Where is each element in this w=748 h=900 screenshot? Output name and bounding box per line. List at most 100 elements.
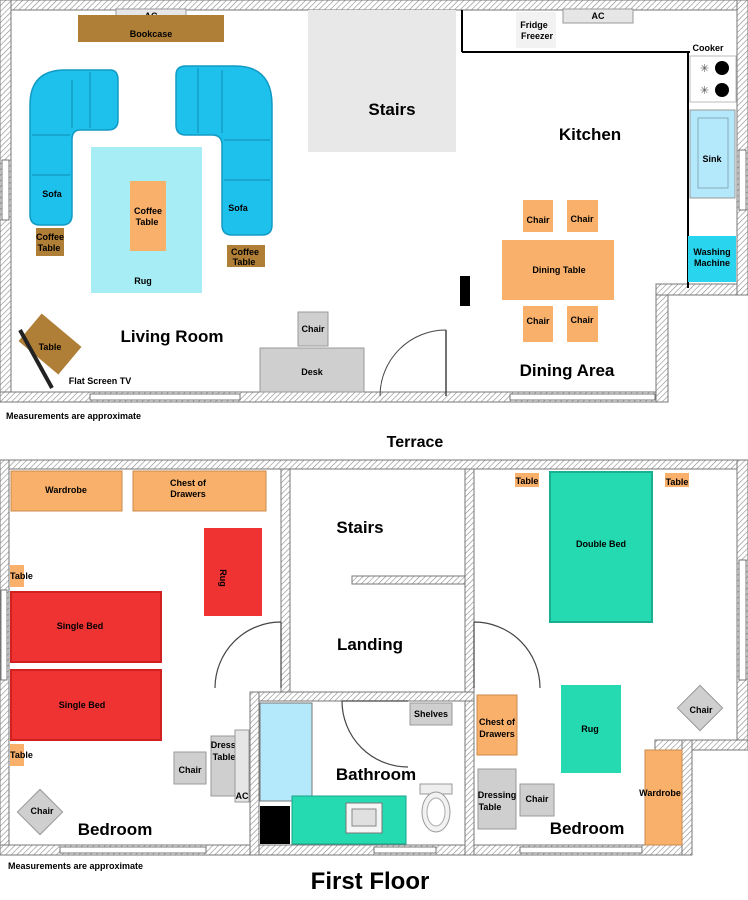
desk-chair [297,311,329,347]
chest-top-label-1: Chest of [170,478,207,488]
coffee-table-center-label-1: Coffee [134,206,162,216]
dining-chair-1-label: Chair [526,215,550,225]
coffee-table-left-label-1: Coffee [36,232,64,242]
chair-corner-left [16,788,64,836]
gf-wall-right-lower [655,283,669,403]
tv-label: Flat Screen TV [69,376,132,386]
chest-right [476,694,518,756]
ff-wall-right-step [654,739,748,751]
rug-red-label: Rug [218,569,228,587]
ac-left-ff [234,729,250,803]
table-right-1-label: Table [516,476,539,486]
basin-inner [351,808,377,827]
single-bed-2-label: Single Bed [59,700,106,710]
chair-corner-right-label: Chair [689,705,713,715]
dining-table [502,240,614,300]
coffee-table-center [130,181,166,251]
washing-label-2: Machine [694,258,730,268]
flat-screen-tv [18,329,54,389]
double-bed-label: Double Bed [576,539,626,549]
table-left-top-label: Table [10,571,33,581]
tv-table-label: Table [39,342,62,352]
ff-wall-stairs-right [464,468,475,856]
dining-chair-2-label: Chair [570,214,594,224]
ff-wall-bath-left [249,691,260,856]
chair-corner-left-label: Chair [30,806,54,816]
table-right-2 [665,473,689,487]
ff-wall-stairs-left [280,468,291,693]
bedroom-left-label: Bedroom [78,820,153,839]
washing-machine [688,236,736,282]
single-bed-2 [10,669,162,741]
wardrobe-top-label: Wardrobe [45,485,87,495]
dressing-table-right [477,768,517,830]
gf-window-1 [89,393,241,401]
coffee-table-right [227,245,265,267]
ff-wall-bath-top [249,691,475,702]
cooker-hob-2 [715,83,729,97]
ff-door-right [473,621,541,689]
table-left-bottom [10,744,24,766]
single-bed-1-label: Single Bed [57,621,104,631]
gf-window-2 [509,393,656,401]
sofa-right-seams [197,68,270,181]
rug-red [204,528,262,616]
coffee-table-right-label-1: Coffee [231,247,259,257]
wardrobe-right [644,749,683,846]
dressing-right-label-1: Dressing [478,790,517,800]
landing-label: Landing [337,635,403,654]
ff-wall-top [0,459,748,470]
gf-wall-top [0,0,748,11]
dining-chair-3 [523,306,553,342]
bath-tub [259,702,313,802]
shower-tray [260,806,290,844]
cooker-knob-2: ✳ [700,85,709,97]
gf-ac-right-label: AC [592,11,605,21]
sink-label: Sink [702,154,722,164]
dressing-right-label-2: Table [479,802,502,812]
sofa-right [175,65,273,236]
dining-chair-2 [567,200,598,232]
cooker-label: Cooker [692,43,724,53]
rug-teal [561,685,621,773]
coffee-table-center-label-2: Table [136,217,159,227]
sofa-left-label: Sofa [42,189,62,199]
toilet-seat [426,797,446,827]
sofa-right-label: Sofa [228,203,248,213]
sofa-left-seams [32,72,91,176]
desk [259,347,365,393]
chair-left [173,751,207,785]
sofa-left [29,69,119,226]
living-rug-label: Rug [134,276,152,286]
dining-chair-1 [523,200,553,232]
chest-top [132,470,267,512]
rug-teal-label: Rug [581,724,599,734]
gf-ac-right [562,8,634,24]
dressing-left-label-2: Table [213,752,236,762]
ff-wall-stairs-mid [351,575,466,585]
cooker [689,55,737,103]
gf-window-right [738,149,747,211]
shelves [409,702,453,726]
ff-window-right [738,559,747,681]
gf-wall-right-upper [736,0,748,296]
chair-left-label: Chair [178,765,202,775]
dressing-left-label-1: Dressing [211,740,250,750]
terrace-label: Terrace [387,434,444,451]
ff-window-left [0,589,8,681]
ground-floor: Stairs AC Bookcase Fridge Freezer AC Coo… [0,0,748,421]
chest-right-label-1: Chest of [479,717,516,727]
cooker-hob-1 [715,61,729,75]
first-floor-title: First Floor [311,868,430,895]
chest-right-label-2: Drawers [479,729,515,739]
first-floor: Stairs Landing Wardrobe Chest of Drawers… [0,459,748,895]
chair-corner-right [676,684,724,732]
fridge-label-1: Fridge [520,20,548,30]
ff-stairs-label: Stairs [336,518,383,537]
gf-wall-right-step [655,283,748,296]
tv-table [18,313,82,375]
desk-label: Desk [301,367,324,377]
table-left-bottom-label: Table [10,750,33,760]
fridge [516,12,556,48]
